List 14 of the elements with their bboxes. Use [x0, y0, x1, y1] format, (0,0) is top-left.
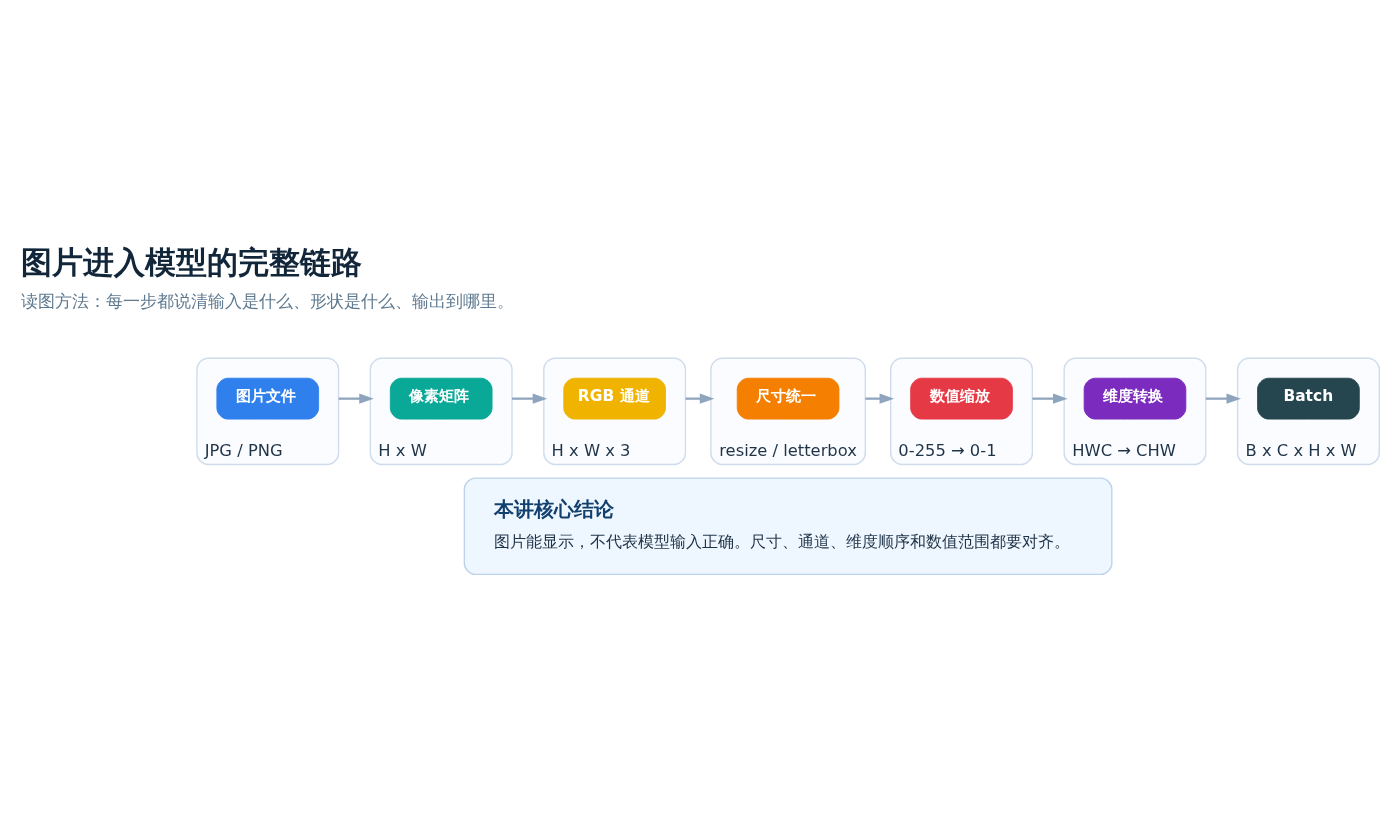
arrow — [1032, 393, 1068, 404]
node-box: 数值缩放 — [910, 377, 1013, 420]
arrow — [338, 393, 374, 404]
node-box: RGB 通道 — [563, 377, 666, 420]
arrow — [512, 393, 548, 404]
node-box: 像素矩阵 — [389, 377, 493, 420]
label: 读图方法：每一步都说清输入是什么、形状是什么、输出到哪里。 — [21, 291, 515, 312]
node-box: 本讲核心结论 图片能显示，不代表模型输入正确。尺寸、通道、维度顺序和数值范围都要对齐。 — [463, 477, 1113, 576]
node-box: 尺寸统一 — [736, 377, 840, 420]
node-box: 维度转换 — [1083, 377, 1187, 420]
node-box: 图片文件 — [216, 377, 320, 420]
node-box: Batch — [1257, 377, 1360, 420]
arrow — [1205, 393, 1242, 404]
diagram-title: 图片进入模型的完整链路 — [20, 244, 362, 281]
